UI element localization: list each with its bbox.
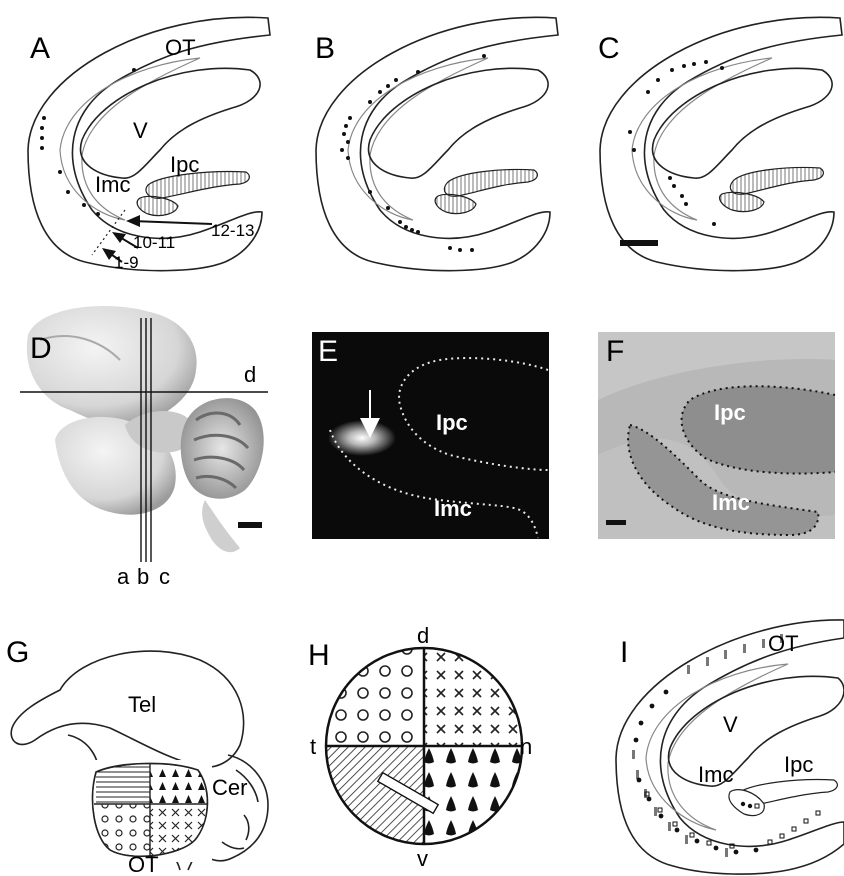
panel-e: E Ipc Imc xyxy=(312,332,549,539)
tectum-outer-outline-b xyxy=(316,17,558,270)
plane-d-label: d xyxy=(244,362,256,387)
cer-label: Cer xyxy=(212,775,247,800)
scale-bar-d xyxy=(238,522,262,528)
ipc-label-a: Ipc xyxy=(170,152,199,177)
brain-photo-d xyxy=(27,306,264,552)
imc-nucleus-c xyxy=(720,192,764,211)
fluorescent-label-spot xyxy=(328,420,396,456)
imc-label-e: Imc xyxy=(434,496,472,521)
imc-nucleus-a xyxy=(137,196,178,215)
tectum-inner-line-b xyxy=(348,58,488,220)
panel-i-label: I xyxy=(620,636,628,669)
scale-bar-c xyxy=(620,240,658,246)
quadrant-dorsal-nasal xyxy=(150,766,206,804)
ventricle-c xyxy=(653,68,833,178)
tel-label: Tel xyxy=(128,692,156,717)
scale-bar-f xyxy=(606,520,626,525)
panel-b: B xyxy=(315,17,558,270)
tectum-outer-outline-c xyxy=(600,17,842,270)
imc-label-a: Imc xyxy=(95,172,130,197)
ot-label-g: OT xyxy=(128,852,159,876)
v-label-a: V xyxy=(133,118,148,143)
arrow-label-12-13: 12-13 xyxy=(211,221,254,240)
retina-quadrant-dorsal-nasal xyxy=(424,648,522,746)
panel-d: D d a b c xyxy=(20,306,268,589)
panel-c: C xyxy=(598,17,842,270)
panel-i: I xyxy=(616,620,844,874)
axis-t-label: t xyxy=(310,734,316,759)
panel-f: F Ipc Imc xyxy=(598,332,835,539)
axis-d-label: d xyxy=(417,623,429,648)
plane-c-label: c xyxy=(159,564,170,589)
axis-n-label: n xyxy=(520,734,532,759)
ot-label-a: OT xyxy=(165,35,196,60)
panel-b-label: B xyxy=(315,32,335,65)
plane-b-label: b xyxy=(137,564,149,589)
panel-a-label: A xyxy=(30,32,50,65)
panel-g-label: G xyxy=(6,636,29,669)
axis-v-label: v xyxy=(417,846,428,871)
panel-d-label: D xyxy=(30,332,52,365)
electrode-track-a xyxy=(92,210,125,255)
ipc-label-e: Ipc xyxy=(436,410,468,435)
tectum-inner-line-i xyxy=(646,664,788,830)
panel-h: H d t n v xyxy=(308,623,532,871)
arrow-label-10-11: 10-11 xyxy=(133,233,175,252)
imc-label-f: Imc xyxy=(712,490,750,515)
ipc-nucleus-c xyxy=(730,168,823,195)
ot-label-i: OT xyxy=(768,631,799,656)
v-label-i: V xyxy=(723,712,738,737)
imc-nucleus-b xyxy=(435,194,476,213)
panel-c-label: C xyxy=(598,32,620,65)
panel-f-label: F xyxy=(606,335,624,368)
ipc-label-i: Ipc xyxy=(784,752,813,777)
ipc-label-f: Ipc xyxy=(714,400,746,425)
panel-g: G Tel Cer OT xyxy=(6,636,268,876)
ventricle-b xyxy=(369,68,549,178)
recording-sites-c xyxy=(628,60,724,226)
panel-h-label: H xyxy=(308,639,330,672)
arrow-10-11: 10-11 xyxy=(112,232,175,252)
tectum-outer-outline-i xyxy=(616,620,844,874)
plane-a-label: a xyxy=(117,564,130,589)
recording-sites-b xyxy=(340,54,486,252)
arrow-label-1-9: 1-9 xyxy=(114,253,139,272)
retina-quadrant-ventral-nasal xyxy=(424,746,522,844)
quadrant-dorsal-temporal xyxy=(96,766,150,804)
ipc-nucleus-b xyxy=(444,170,537,197)
retina-quadrant-dorsal-temporal xyxy=(326,648,424,746)
panel-e-label: E xyxy=(318,335,338,368)
panel-a: A OT V Ipc Imc 12-13 10-11 xyxy=(28,17,270,272)
imc-label-i: Imc xyxy=(698,762,733,787)
